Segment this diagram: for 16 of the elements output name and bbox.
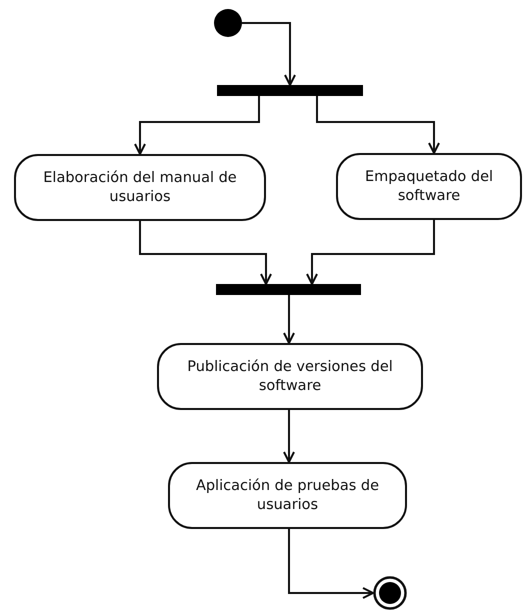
arrow [283, 410, 295, 463]
action-label: Aplicación de pruebas de usuarios [194, 476, 380, 514]
arrow [134, 96, 260, 155]
arrow [139, 221, 272, 285]
arrow [283, 295, 295, 344]
action-label: Publicación de versiones del software [186, 358, 394, 396]
action-box [168, 462, 407, 529]
action-box [14, 154, 266, 221]
action-label: Empaquetado del software [364, 168, 494, 206]
action-box [336, 153, 522, 220]
arrow [316, 96, 440, 154]
arrow [288, 529, 374, 599]
arrow [242, 22, 296, 86]
arrow [306, 220, 435, 285]
action-box [157, 343, 423, 410]
action-label: Elaboración del manual de usuarios [42, 168, 238, 206]
